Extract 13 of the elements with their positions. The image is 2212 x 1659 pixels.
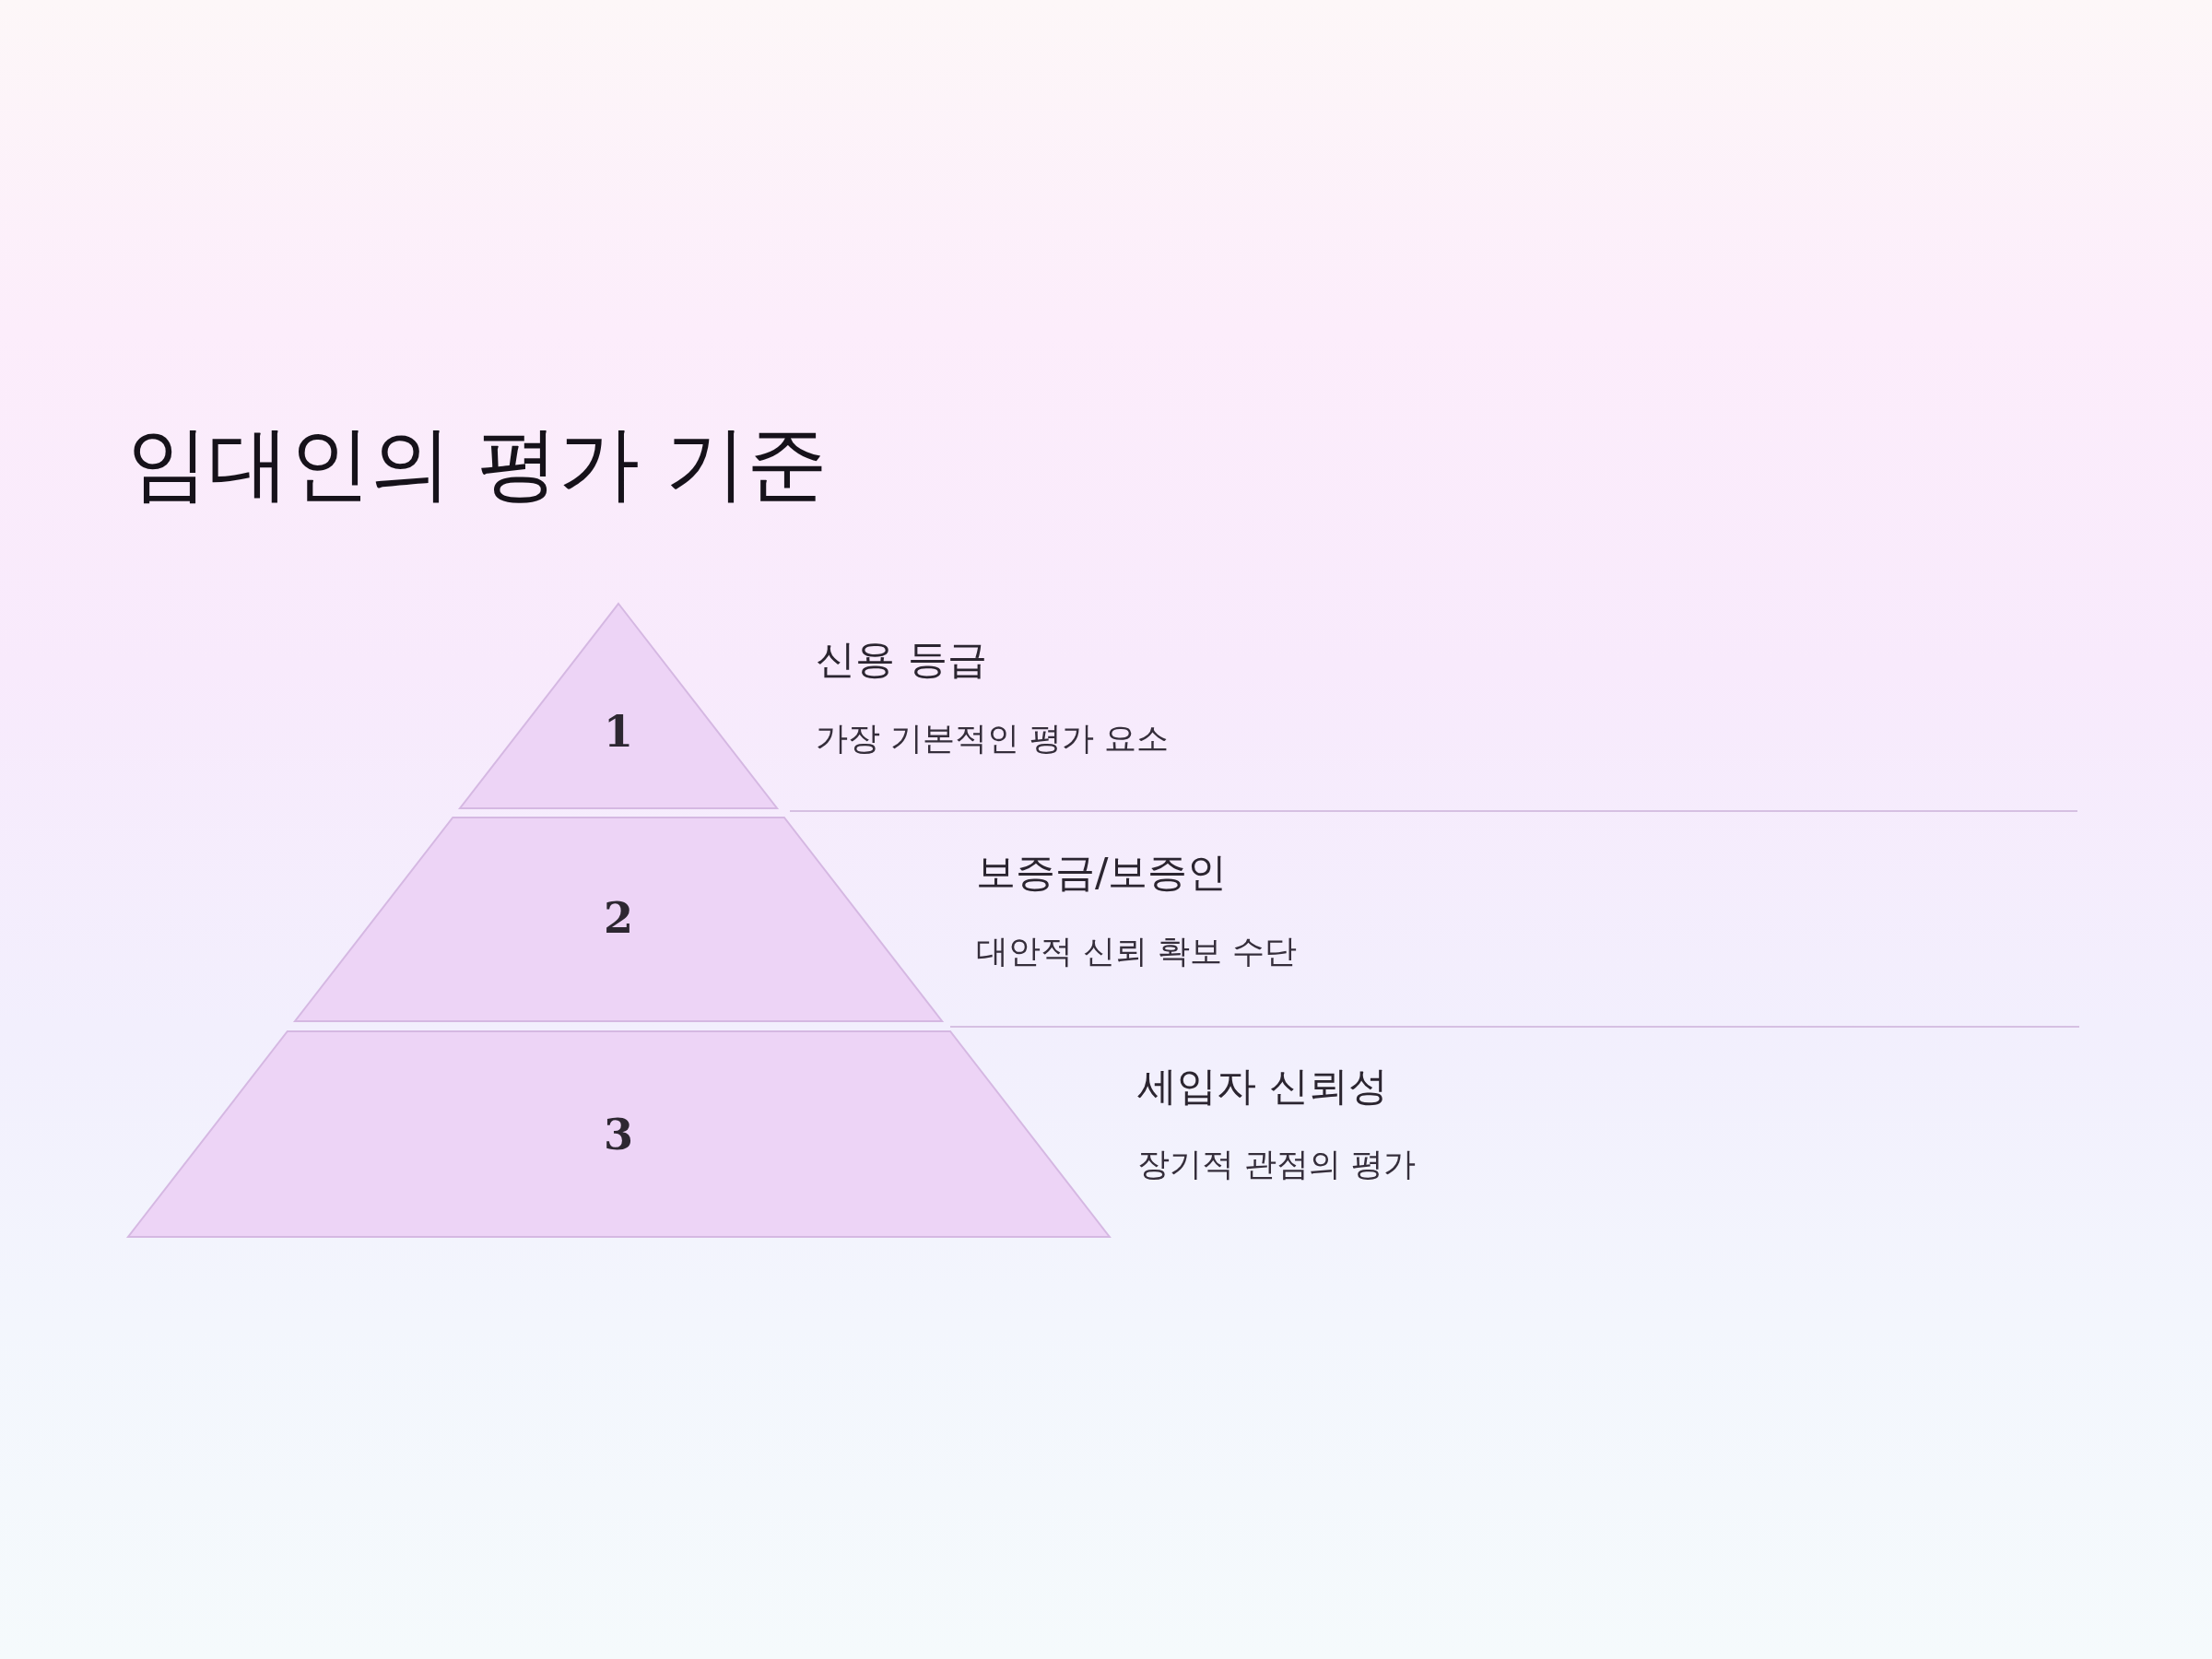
tier-description: 장기적 관점의 평가 [1137, 1145, 1417, 1183]
tier-heading: 세입자 신뢰성 [1137, 1063, 1388, 1111]
tier-number: 3 [604, 1113, 633, 1156]
tier-description: 대안적 신뢰 확보 수단 [976, 932, 1298, 971]
tier-number: 1 [604, 711, 633, 753]
tier-description: 가장 기본적인 평가 요소 [816, 719, 1170, 758]
pyramid-tier [127, 1031, 1110, 1237]
tier-heading: 신용 등급 [816, 636, 987, 684]
title: 임대인의 평가 기준 [127, 419, 828, 509]
pyramid-tier [459, 604, 778, 808]
tier-number: 2 [604, 897, 633, 939]
pyramid-tier [294, 818, 943, 1021]
tier-heading: 보증금/보증인 [976, 849, 1228, 897]
